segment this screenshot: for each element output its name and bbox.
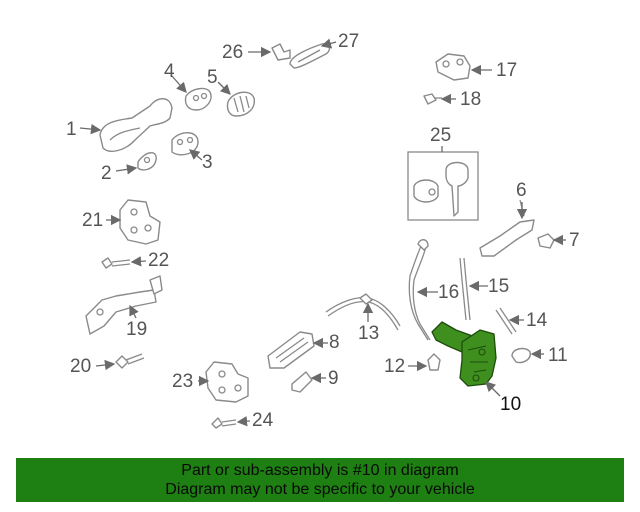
- part-22-bolt: [101, 256, 147, 269]
- part-19-door-check: [85, 275, 163, 335]
- callout-11: 11: [548, 345, 568, 366]
- banner-line-1: Part or sub-assembly is #10 in diagram: [181, 462, 459, 479]
- callout-8: 8: [329, 332, 340, 353]
- part-6-rod: [479, 199, 535, 257]
- part-8-inside-handle: [267, 331, 328, 369]
- part-20-bolt: [95, 353, 145, 371]
- part-12-clip: [408, 353, 441, 372]
- callout-15: 15: [488, 276, 510, 297]
- callout-27: 27: [338, 31, 360, 52]
- part-17-bracket: [435, 53, 492, 81]
- part-23-hinge: [198, 361, 249, 403]
- callout-12: 12: [384, 356, 406, 377]
- part-2-gasket: [115, 152, 157, 175]
- info-banner: Part or sub-assembly is #10 in diagram D…: [16, 458, 624, 502]
- part-14-rod: [495, 307, 524, 335]
- part-3-gasket: [171, 132, 203, 161]
- callout-26: 26: [222, 42, 244, 63]
- callout-5: 5: [207, 67, 218, 88]
- part-4-cover: [171, 75, 212, 111]
- callout-21: 21: [82, 210, 104, 231]
- callout-4: 4: [164, 61, 175, 82]
- part-15-rod: [459, 257, 488, 321]
- callout-14: 14: [526, 310, 548, 331]
- part-21-hinge: [106, 199, 161, 245]
- callout-22: 22: [148, 250, 170, 271]
- callout-17: 17: [496, 60, 518, 81]
- part-25-lock-cylinder-key-set: [407, 146, 479, 221]
- part-16-cable: [408, 239, 438, 341]
- callout-20: 20: [70, 356, 92, 377]
- callout-1: 1: [66, 119, 77, 140]
- part-26-clip: [248, 43, 291, 61]
- part-11-bolt: [511, 347, 544, 364]
- callout-2: 2: [101, 163, 112, 184]
- callout-9: 9: [328, 368, 339, 389]
- parts-diagram: [79, 38, 566, 429]
- part-5-cap: [217, 81, 255, 117]
- callout-7: 7: [569, 230, 580, 251]
- callout-16: 16: [438, 282, 460, 303]
- callout-6: 6: [516, 180, 527, 201]
- callout-25: 25: [430, 125, 452, 146]
- callout-3: 3: [202, 152, 213, 173]
- callout-18: 18: [460, 89, 482, 110]
- part-1-outside-handle: [79, 98, 173, 152]
- banner-line-2: Diagram may not be specific to your vehi…: [165, 481, 475, 498]
- part-13-rod: [325, 293, 401, 331]
- callout-19: 19: [126, 319, 148, 340]
- part-18-screw: [423, 93, 456, 105]
- callout-10: 10: [500, 394, 522, 415]
- part-7-bolt: [537, 233, 566, 249]
- callout-23: 23: [172, 371, 194, 392]
- callout-24: 24: [252, 410, 274, 431]
- part-27-trim: [289, 38, 337, 69]
- part-9-bezel: [291, 371, 326, 393]
- part-24-bolt: [211, 416, 251, 429]
- callout-13: 13: [358, 323, 380, 344]
- part-10-door-latch: [431, 321, 501, 397]
